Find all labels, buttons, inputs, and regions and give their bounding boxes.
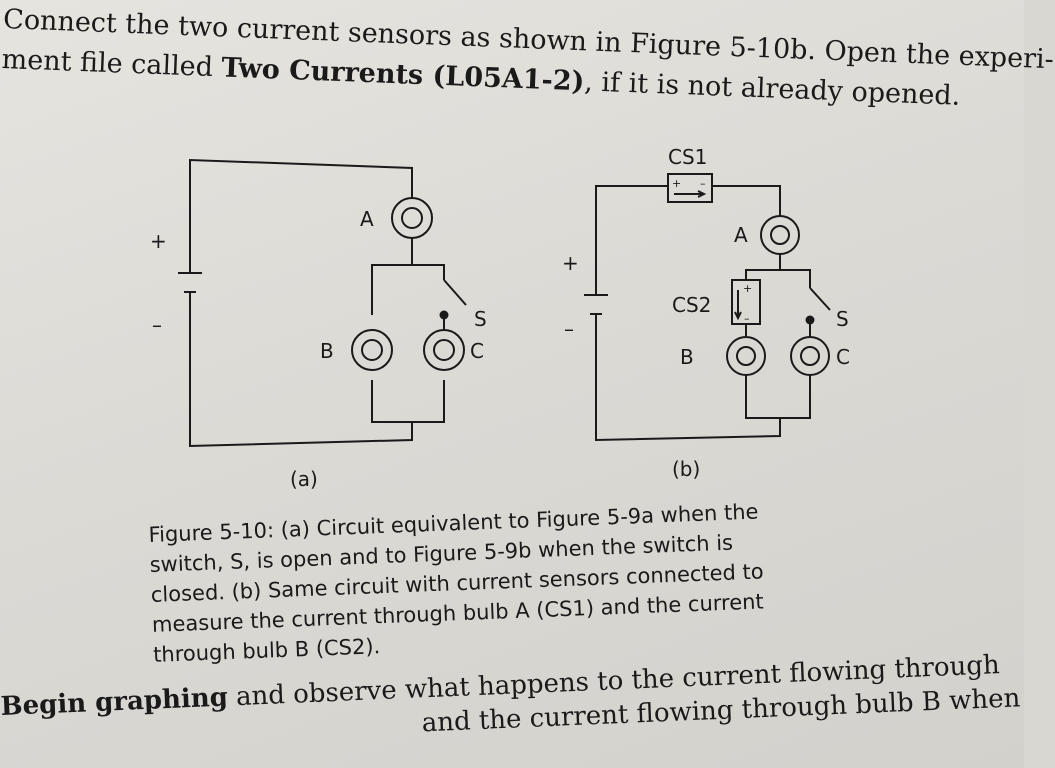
bulb-b-b-icon xyxy=(726,336,766,376)
sensor-1-minus: – xyxy=(700,177,706,190)
wire-b-branch-bottom xyxy=(745,375,811,419)
bulb-b-a-icon xyxy=(760,215,800,255)
switch-a-label: S xyxy=(474,307,487,331)
figure-caption: Figure 5-10: (a) Circuit equivalent to F… xyxy=(148,494,843,670)
current-sensor-1-icon xyxy=(667,173,713,203)
switch-a-icon xyxy=(443,279,467,306)
bulb-b-b-label: B xyxy=(680,345,694,369)
switch-b-icon xyxy=(809,287,831,311)
bulb-b-icon xyxy=(351,329,393,371)
sensor-2-minus: – xyxy=(744,312,750,325)
panel-b-label: (b) xyxy=(672,457,700,481)
switch-b-label: S xyxy=(836,307,849,331)
wire-a-bottom xyxy=(189,308,413,448)
circuit-a xyxy=(178,158,467,448)
sensor-1-plus: + xyxy=(672,177,681,190)
wire-b-branch-top xyxy=(745,269,811,288)
battery-b-plus-label: + xyxy=(562,251,579,275)
battery-a-minus-label: – xyxy=(152,313,162,337)
bulb-c-icon xyxy=(423,329,465,371)
circuit-b xyxy=(584,173,831,442)
sensor-2-plus: + xyxy=(743,282,752,295)
bulb-b-a-label: A xyxy=(734,223,748,247)
bulb-b-c-icon xyxy=(790,336,830,376)
panel-a-label: (a) xyxy=(290,467,318,491)
sensor-2-label: CS2 xyxy=(672,293,711,317)
intro-paragraph: Connect the two current sensors as shown… xyxy=(1,0,1054,119)
wire-b-bottom xyxy=(595,330,781,442)
bulb-b-label: B xyxy=(320,339,334,363)
battery-b-minus-label: – xyxy=(564,317,574,341)
wire-a-branch-top xyxy=(371,264,445,315)
wire-b-top-left xyxy=(595,185,668,280)
wire-b-top-right xyxy=(712,185,781,216)
bulb-a-label: A xyxy=(360,207,374,231)
wire-a-branch-bottom xyxy=(371,380,445,423)
bulb-c-label: C xyxy=(470,339,484,363)
sensor-1-label: CS1 xyxy=(668,145,707,169)
bulb-b-c-label: C xyxy=(836,345,850,369)
wire-a-top xyxy=(189,158,413,258)
figure-5-10: + – A B C S (a) + – CS1 + – A CS2 + – B … xyxy=(0,140,1024,500)
battery-a-plus-label: + xyxy=(150,229,167,253)
circuit-diagrams: + – A B C S (a) + – CS1 + – A CS2 + – B … xyxy=(150,145,850,491)
bulb-a-icon xyxy=(391,197,433,239)
